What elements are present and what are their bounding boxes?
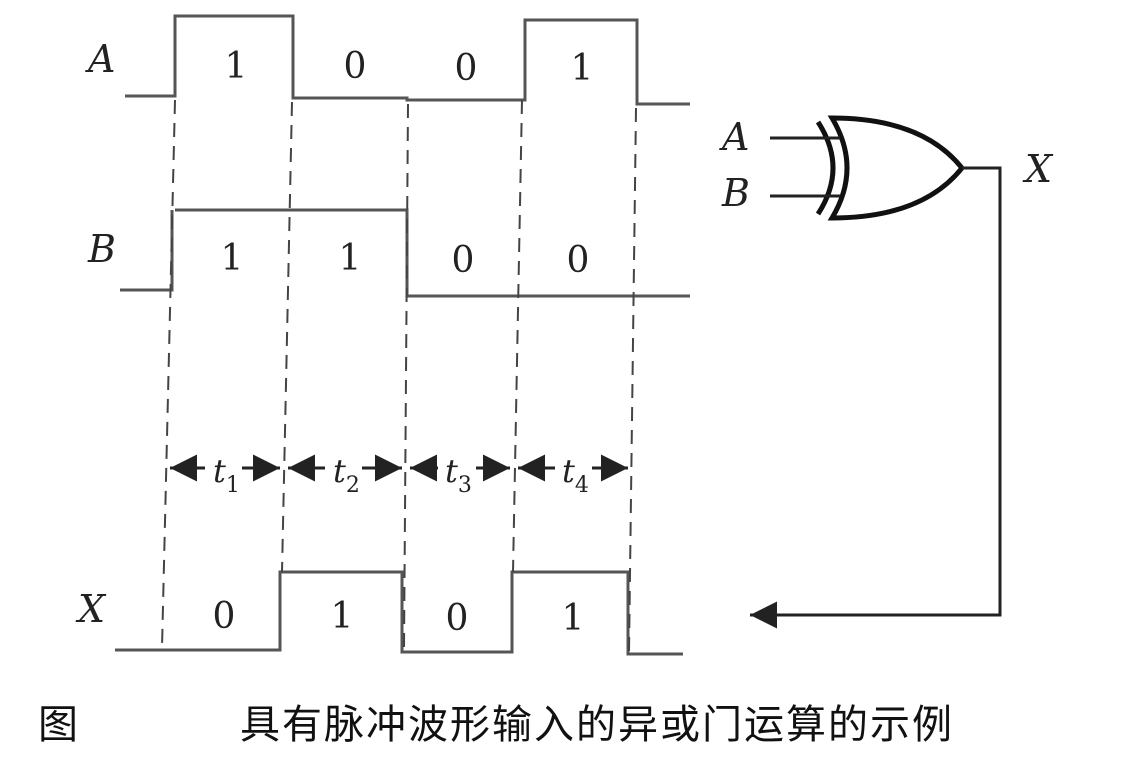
waveform-a — [125, 14, 690, 106]
output-feedback-wire — [750, 166, 1002, 629]
waveform-a-low-edge — [175, 208, 409, 214]
bit-x-4: 1 — [562, 598, 585, 639]
waveform-b — [120, 210, 690, 298]
bit-x-3: 0 — [446, 598, 469, 639]
bit-b-1: 1 — [221, 238, 244, 279]
timing-line-5 — [628, 107, 637, 653]
figure-label: 图 — [38, 702, 80, 748]
gate-input-a-label: A — [719, 115, 749, 159]
timing-line-4 — [512, 99, 523, 573]
gate-output-label: X — [1022, 147, 1054, 191]
interval-label-2: t2 — [333, 452, 360, 498]
interval-label-3: t3 — [445, 452, 472, 498]
gate-input-b-label: B — [721, 171, 750, 215]
xor-gate-extra-arc — [815, 120, 836, 216]
timing-line-2 — [281, 101, 293, 573]
bit-a-3: 0 — [455, 48, 478, 89]
bit-x-1: 0 — [213, 596, 236, 637]
bit-b-4: 0 — [567, 240, 590, 281]
xor-gate-body — [827, 115, 966, 221]
bit-x-2: 1 — [331, 596, 354, 637]
signal-label-b: B — [87, 227, 116, 271]
bit-a-1: 1 — [225, 46, 248, 87]
timing-line-1 — [161, 99, 176, 649]
bit-b-3: 0 — [452, 240, 475, 281]
xor-gate-symbol — [815, 115, 966, 221]
signal-label-a: A — [85, 37, 115, 81]
signal-label-x: X — [75, 587, 107, 631]
waveform-x — [115, 570, 683, 656]
figure-caption: 具有脉冲波形输入的异或门运算的示例 — [240, 702, 954, 748]
bit-a-2: 0 — [344, 46, 367, 87]
interval-label-1: t1 — [213, 452, 240, 498]
bit-a-4: 1 — [571, 48, 594, 89]
interval-label-4: t4 — [562, 452, 589, 498]
timing-line-3 — [403, 103, 409, 649]
bit-b-2: 1 — [339, 238, 362, 279]
